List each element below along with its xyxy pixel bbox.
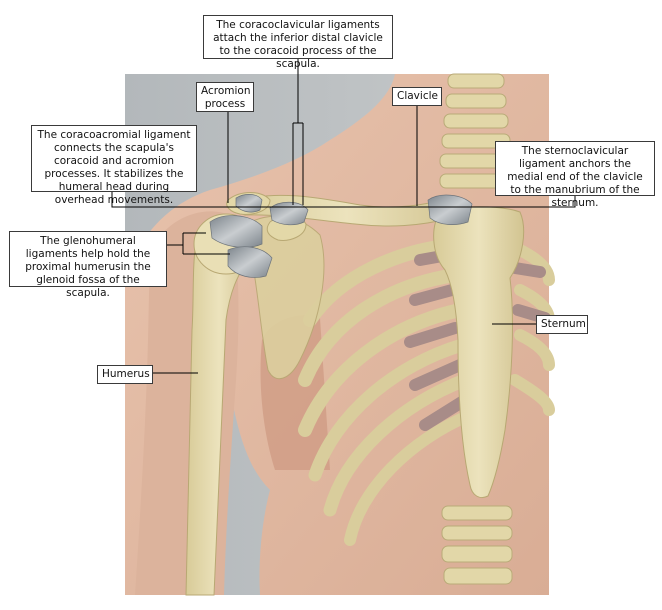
label-coracoacromial-ligament: The coracoacromial ligament connects the…	[31, 125, 197, 206]
vertebra-7	[441, 505, 513, 521]
leader-glenohumeral	[167, 232, 230, 255]
vertebra-10	[443, 567, 513, 585]
rib-cage	[298, 238, 555, 546]
label-clavicle: Clavicle	[392, 87, 442, 106]
rib-4	[308, 338, 469, 482]
label-humerus: Humerus	[97, 365, 153, 384]
label-acromion-process: Acromion process	[196, 82, 254, 112]
cartilage-5	[419, 394, 471, 431]
coracoclavicular-ligament	[269, 201, 309, 226]
rib-10	[509, 374, 555, 416]
vertebra-8	[441, 525, 513, 541]
rib-6	[344, 409, 476, 546]
sternoclavicular-ligament	[427, 194, 473, 225]
leader-coracoclavicular	[292, 59, 304, 205]
rib-3	[298, 303, 467, 437]
label-coracoclavicular-ligaments: The coracoclavicular ligaments attach th…	[203, 15, 393, 70]
vertebra-9	[441, 545, 513, 563]
rib-9	[514, 329, 555, 371]
glenohumeral-ligament-lower	[227, 246, 273, 278]
coracoacromial-ligament	[235, 194, 263, 213]
rib-7	[514, 244, 555, 286]
label-glenohumeral-ligaments: The glenohumeral ligaments help hold the…	[9, 231, 167, 299]
cartilage-6	[509, 262, 546, 278]
ligaments	[209, 194, 473, 278]
glenohumeral-ligament-upper	[209, 215, 263, 248]
label-sternoclavicular-ligament: The sternoclavicular ligament anchors th…	[495, 141, 655, 209]
rib-2	[298, 268, 462, 387]
vertebra-3	[443, 113, 509, 129]
sternum-bone	[433, 206, 525, 499]
leader-coracoacromial	[111, 192, 576, 208]
cartilage-2	[409, 284, 458, 306]
rib-5	[323, 373, 472, 517]
cartilage-4	[409, 359, 466, 391]
vertebra-1	[447, 73, 505, 89]
vertebra-2	[445, 93, 507, 109]
cartilage-3	[404, 322, 461, 348]
label-sternum: Sternum	[536, 315, 588, 334]
leader-lines	[111, 59, 576, 374]
